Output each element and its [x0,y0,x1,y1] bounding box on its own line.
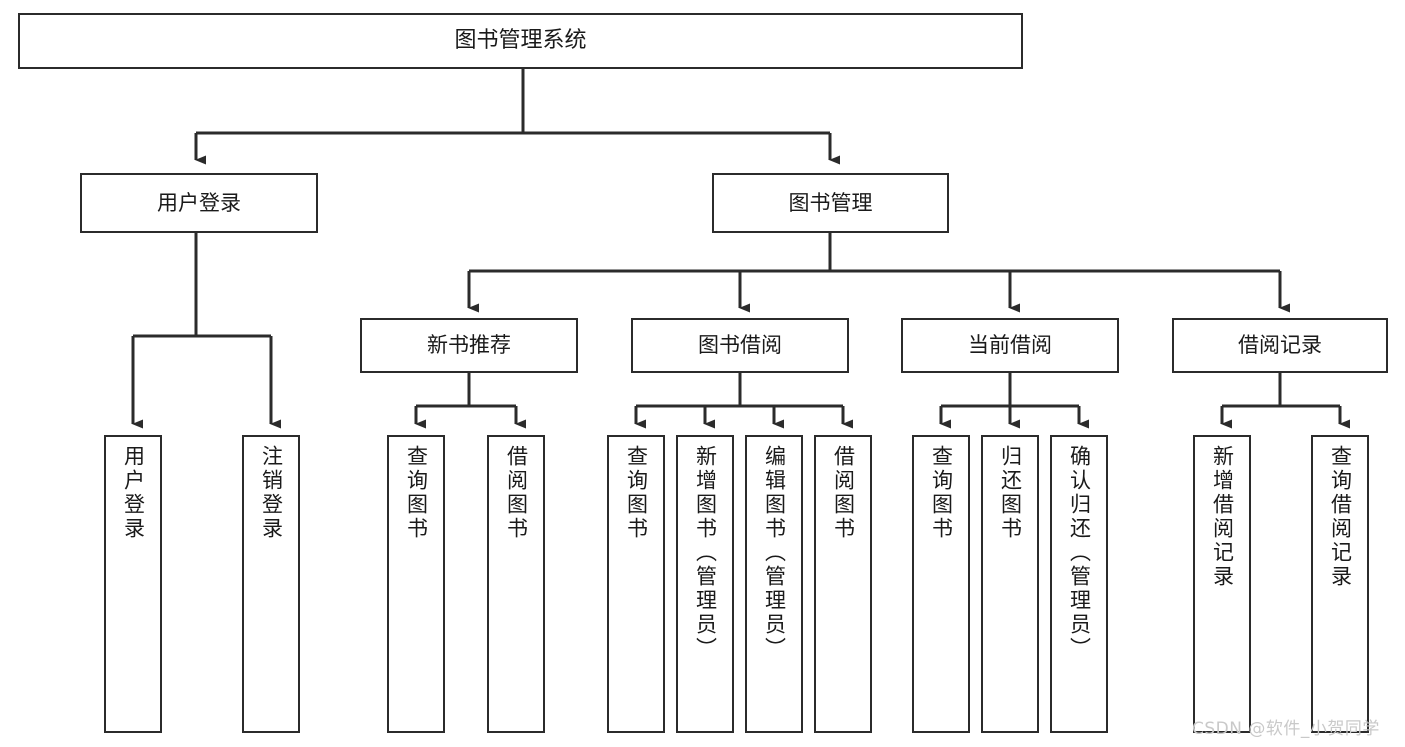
node-label: 借阅图书 [831,445,856,541]
leaf-user-login[interactable]: 用户登录 [104,435,162,733]
leaf-logout[interactable]: 注销登录 [242,435,300,733]
leaf-record-add-borrow-record[interactable]: 新增借阅记录 [1193,435,1251,733]
node-label: 图书管理 [788,190,873,215]
leaf-borrow-borrow-book[interactable]: 借阅图书 [814,435,872,733]
node-user-login[interactable]: 用户登录 [80,173,318,233]
leaf-borrow-edit-book-admin[interactable]: 编辑图书（管理员） [745,435,803,733]
node-current-borrow[interactable]: 当前借阅 [901,318,1119,373]
node-label: 归还图书 [998,445,1023,541]
node-label: 注销登录 [259,445,284,541]
node-borrow-record[interactable]: 借阅记录 [1172,318,1388,373]
node-label: 查询图书 [929,445,954,541]
node-label: 用户登录 [157,190,241,215]
node-label: 确认归还（管理员） [1067,445,1092,661]
node-label: 查询借阅记录 [1328,445,1353,589]
node-label: 图书管理系统 [454,28,587,54]
node-root-book-management-system[interactable]: 图书管理系统 [18,13,1023,69]
leaf-borrow-query-book[interactable]: 查询图书 [607,435,665,733]
node-book-management[interactable]: 图书管理 [712,173,949,233]
leaf-current-return-book[interactable]: 归还图书 [981,435,1039,733]
node-label: 借阅图书 [504,445,529,541]
node-label: 当前借阅 [968,333,1052,358]
leaf-borrow-add-book-admin[interactable]: 新增图书（管理员） [676,435,734,733]
node-label: 新增借阅记录 [1210,445,1235,589]
node-label: 查询图书 [404,445,429,541]
leaf-recommend-query-book[interactable]: 查询图书 [387,435,445,733]
node-book-borrow[interactable]: 图书借阅 [631,318,849,373]
node-label: 编辑图书（管理员） [762,445,787,661]
leaf-current-query-book[interactable]: 查询图书 [912,435,970,733]
node-label: 借阅记录 [1238,333,1322,358]
node-label: 图书借阅 [698,333,782,358]
node-label: 用户登录 [121,445,146,541]
leaf-recommend-borrow-book[interactable]: 借阅图书 [487,435,545,733]
leaf-record-query-borrow-record[interactable]: 查询借阅记录 [1311,435,1369,733]
node-new-book-recommend[interactable]: 新书推荐 [360,318,578,373]
node-label: 查询图书 [624,445,649,541]
leaf-current-confirm-return-admin[interactable]: 确认归还（管理员） [1050,435,1108,733]
node-label: 新书推荐 [427,333,511,358]
node-label: 新增图书（管理员） [693,445,718,661]
